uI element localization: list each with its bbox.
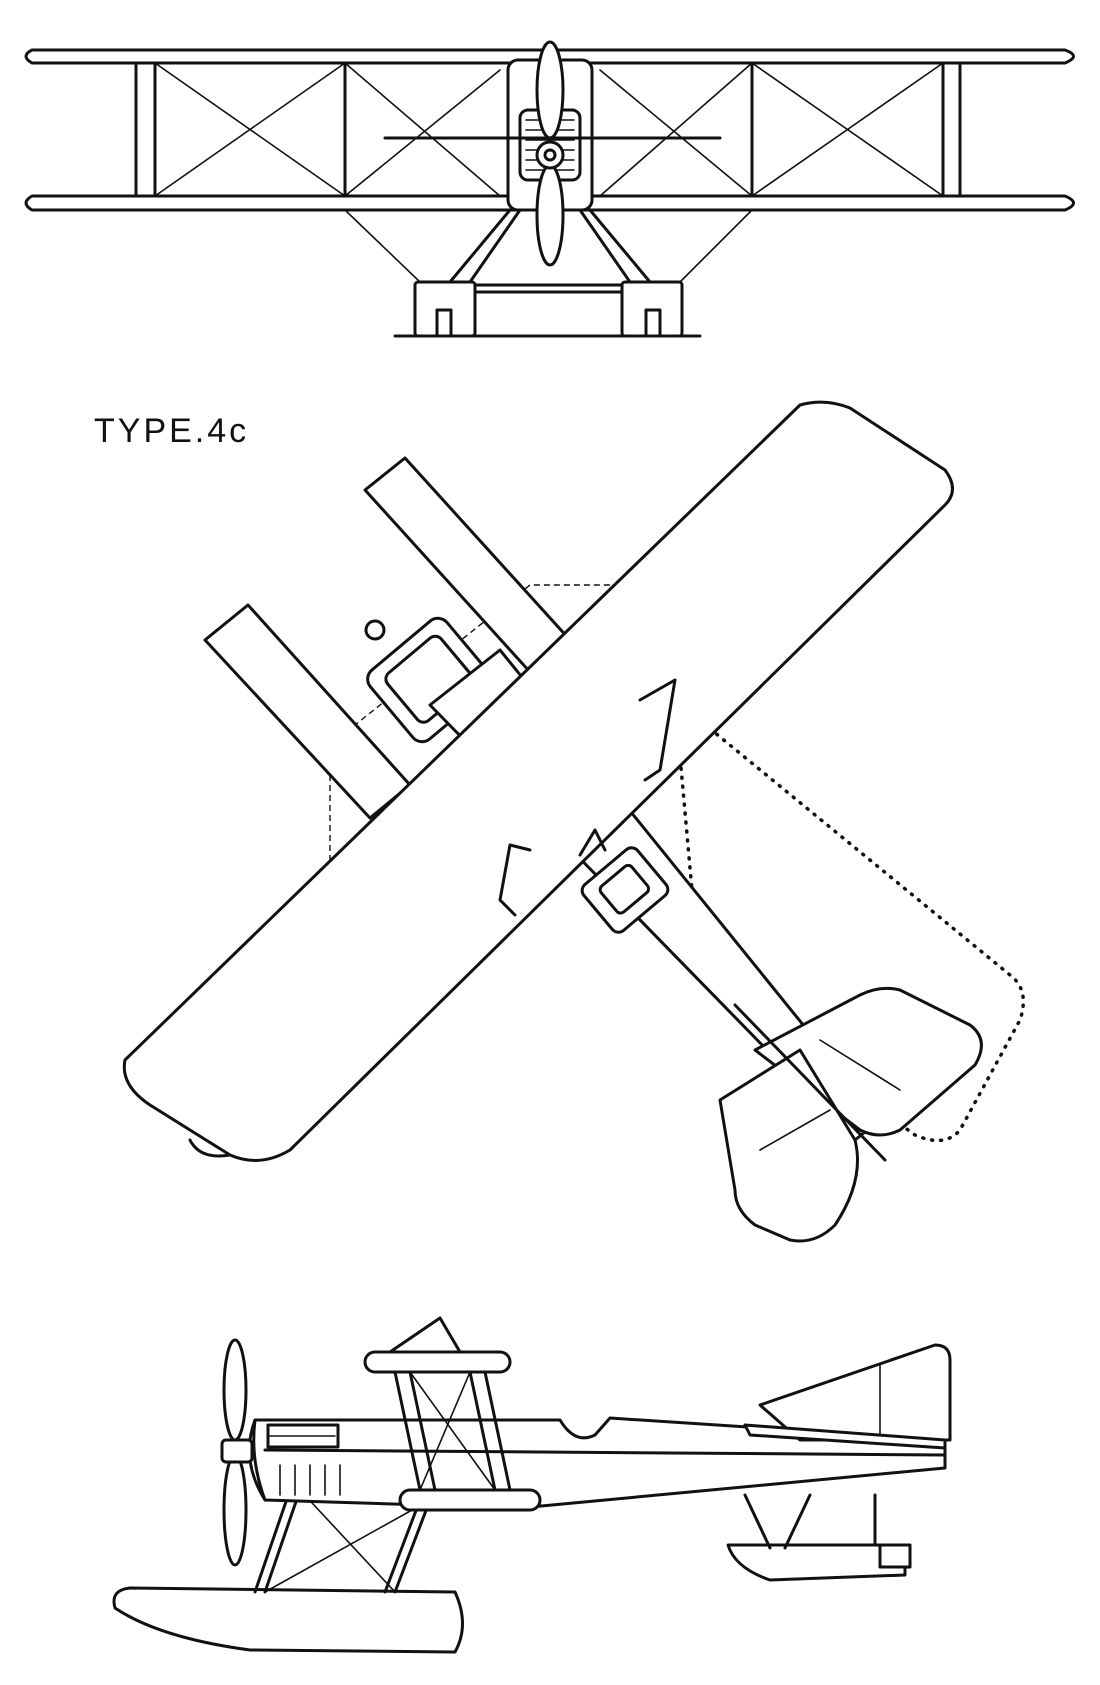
side-fin-rudder bbox=[758, 1343, 952, 1442]
plan-right-aileron-notch bbox=[638, 678, 677, 782]
plan-tailplane-right bbox=[753, 986, 983, 1137]
plan-rudder-line bbox=[733, 1003, 887, 1162]
front-propeller-upper-blade bbox=[535, 40, 565, 140]
front-propeller-lower-blade bbox=[535, 163, 565, 267]
side-tail-float-cap bbox=[878, 1543, 912, 1569]
side-interplane-struts bbox=[393, 1370, 512, 1492]
side-fuselage bbox=[252, 1416, 947, 1510]
front-interplane-struts bbox=[134, 61, 962, 198]
front-view bbox=[24, 40, 1075, 338]
type-label: TYPE.4c bbox=[94, 412, 250, 450]
side-engine-louvres bbox=[279, 1464, 341, 1496]
plan-left-aileron-notch bbox=[498, 843, 532, 917]
front-bracing-wires bbox=[154, 62, 944, 283]
side-propeller-lower-blade bbox=[222, 1453, 248, 1567]
plan-left-upper-wing-stub bbox=[363, 456, 572, 674]
plan-engine-cap bbox=[364, 619, 386, 641]
side-propeller-hub bbox=[220, 1438, 254, 1464]
side-tailplane bbox=[743, 1423, 947, 1450]
side-lower-wing bbox=[398, 1488, 542, 1512]
plan-dotted-outline bbox=[672, 696, 1026, 1143]
plan-main-wing bbox=[122, 400, 954, 1162]
side-tail-float bbox=[726, 1543, 907, 1582]
side-view bbox=[112, 1316, 952, 1654]
front-float-struts bbox=[448, 208, 652, 294]
side-main-float bbox=[112, 1586, 464, 1654]
side-propeller-upper-blade bbox=[222, 1338, 248, 1442]
plan-view bbox=[122, 400, 1026, 1243]
plan-cockpit bbox=[580, 846, 670, 934]
front-propeller-hub bbox=[535, 140, 565, 170]
side-float-struts bbox=[253, 1488, 877, 1594]
side-upper-wing bbox=[363, 1350, 512, 1374]
